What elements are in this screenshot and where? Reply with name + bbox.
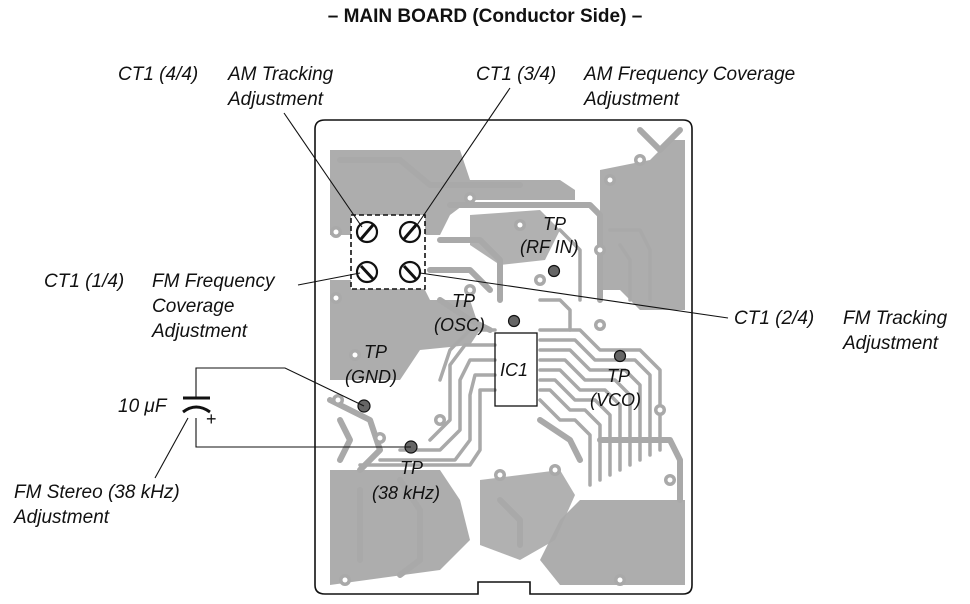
tp-vco-point[interactable] [613, 349, 627, 363]
ic1-outline [494, 332, 538, 407]
am-tracking-label-1: AM Tracking [227, 64, 334, 85]
tp-osc-label-2: (OSC) [434, 315, 485, 335]
am-tracking-label-2: Adjustment [227, 89, 324, 110]
ct1-2-screw[interactable] [398, 260, 422, 284]
pcb-traces [327, 127, 685, 586]
ct1-3-screw[interactable] [398, 220, 422, 244]
capacitor-plus: + [206, 409, 217, 429]
page-title: – MAIN BOARD (Conductor Side) – [327, 6, 643, 27]
ct1-2-label: CT1 (2/4) [734, 308, 814, 329]
am-freq-label-2: Adjustment [583, 89, 680, 110]
tp-osc-point[interactable] [507, 314, 521, 328]
fm-freq-label-3: Adjustment [151, 321, 248, 342]
tp-vco-label-1: TP [607, 366, 630, 386]
tp-38khz-label-2: (38 kHz) [372, 483, 440, 503]
ct1-trimmer-block [350, 214, 426, 290]
am-freq-label-1: AM Frequency Coverage [583, 64, 795, 85]
tp-38khz-label-1: TP [400, 458, 423, 478]
tp-gnd-label-2: (GND) [345, 367, 397, 387]
leader-lines [154, 87, 729, 479]
fm-freq-label-1: FM Frequency [152, 271, 276, 292]
ct1-4-label: CT1 (4/4) [118, 64, 198, 85]
capacitor-symbol [182, 396, 211, 414]
ct1-1-screw[interactable] [355, 260, 379, 284]
ic1-label: IC1 [500, 360, 528, 380]
tp-rf-in-label-2: (RF IN) [520, 237, 579, 257]
capacitor-value: 10 μF [118, 396, 168, 417]
fm-tracking-label-1: FM Tracking [843, 308, 948, 329]
fm-stereo-label-1: FM Stereo (38 kHz) [14, 482, 180, 503]
ct1-3-label: CT1 (3/4) [476, 64, 556, 85]
fm-tracking-label-2: Adjustment [842, 333, 939, 354]
tp-gnd-label-1: TP [364, 342, 387, 362]
tp-rf-in-label-1: TP [543, 214, 566, 234]
ct1-1-label: CT1 (1/4) [44, 271, 124, 292]
fm-stereo-label-2: Adjustment [13, 507, 110, 528]
tp-rf-in-point[interactable] [547, 264, 561, 278]
tp-osc-label-1: TP [452, 291, 475, 311]
tp-vco-label-2: (VCO) [590, 390, 641, 410]
fm-freq-label-2: Coverage [152, 296, 234, 317]
